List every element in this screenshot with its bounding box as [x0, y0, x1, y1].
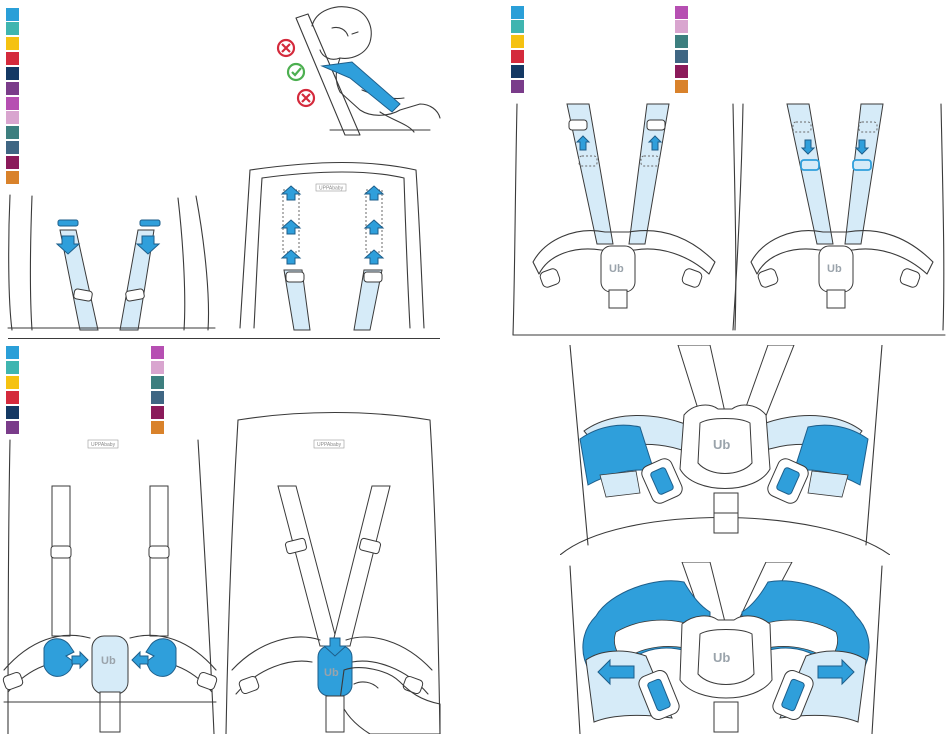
seat-front-straps	[8, 195, 215, 330]
buckle-logo: Ub	[827, 263, 842, 275]
buckle-illustration: UPPAbaby Ub UPPAbaby	[0, 340, 445, 734]
seat-brand-label: UPPAbaby	[91, 442, 116, 448]
seat-brand-label: UPPAbaby	[317, 442, 342, 448]
horizontal-divider-left	[8, 338, 440, 339]
baby-side-view	[296, 7, 440, 135]
panel-buckle-unbuckle: UPPAbaby Ub UPPAbaby	[0, 340, 445, 734]
buckle-logo: Ub	[713, 650, 730, 665]
harness-shorten: Ub	[733, 104, 945, 335]
seat-brand-label: UPPAbaby	[319, 186, 344, 192]
strap-length-illustration: Ub Ub	[505, 0, 950, 345]
panel-shoulder-height: UPPAbaby	[0, 0, 445, 338]
hip-adjust-small-illustration: Ub	[560, 345, 890, 555]
harness-buckled: UPPAbaby Ub	[226, 413, 440, 734]
panel-strap-length: Ub Ub	[505, 0, 950, 345]
harness-unbuckled: UPPAbaby Ub	[2, 440, 218, 734]
panel-hip-adjust-small: Ub	[560, 345, 890, 555]
harness-lengthen: Ub	[513, 104, 736, 335]
buckle-logo: Ub	[609, 263, 624, 275]
seat-back-slots: UPPAbaby	[240, 163, 424, 331]
buckle-logo: Ub	[101, 655, 116, 667]
panel-hip-adjust-large: Ub	[560, 562, 890, 734]
wrong-icon	[298, 90, 314, 106]
check-icon	[288, 64, 304, 80]
wrong-icon	[278, 40, 294, 56]
hip-adjust-large-illustration: Ub	[560, 562, 890, 734]
buckle-logo: Ub	[324, 667, 339, 679]
shoulder-height-illustration: UPPAbaby	[0, 0, 445, 338]
buckle-logo: Ub	[713, 437, 730, 452]
